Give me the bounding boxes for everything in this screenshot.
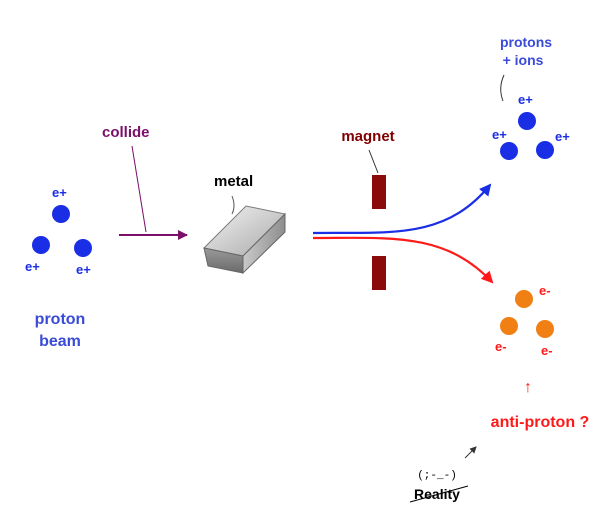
charge-label: e+	[555, 129, 570, 144]
reality-label: Reality	[414, 486, 460, 502]
metal-group: metal	[202, 173, 287, 275]
protons-label-line1: protons	[500, 34, 552, 50]
proton-beam-group: e+ e+ e+ proton beam	[25, 185, 92, 350]
magnet-leader-line	[368, 149, 379, 174]
collide-group: collide	[102, 124, 188, 240]
proton-particle	[52, 205, 70, 223]
proton-particle	[74, 239, 92, 257]
face-emoticon: (;-_-)	[417, 470, 457, 482]
protons-ions-group: protons + ions e+ e+ e+	[492, 34, 570, 160]
magnet-bottom-pole	[372, 256, 386, 290]
proton-particle	[518, 112, 536, 130]
antiproton-label: anti-proton ?	[491, 414, 590, 431]
curved-arrow-icon	[312, 183, 492, 235]
metal-ingot-icon	[202, 205, 287, 275]
charge-label: e+	[25, 259, 40, 274]
up-arrow-icon: ↑	[524, 379, 532, 396]
magnet-group: magnet	[341, 128, 395, 290]
proton-particle	[32, 236, 50, 254]
proton-particle	[536, 141, 554, 159]
collide-leader-line	[131, 145, 147, 233]
reality-group: (;-_-) Reality	[409, 446, 477, 503]
antiproton-particle	[536, 320, 554, 338]
collide-label: collide	[102, 124, 150, 141]
curved-arrow-icon	[312, 236, 494, 284]
beam-paths	[312, 183, 494, 284]
antiproton-particle	[515, 290, 533, 308]
charge-label: e+	[492, 127, 507, 142]
protons-leader-line	[500, 74, 505, 102]
protons-label-line2: + ions	[503, 52, 544, 68]
magnet-top-pole	[372, 175, 386, 209]
metal-label: metal	[214, 173, 253, 190]
charge-label: e+	[52, 185, 67, 200]
metal-leader-line	[231, 195, 235, 215]
strikethrough-line	[409, 485, 469, 503]
proton-beam-label-line2: beam	[39, 333, 81, 350]
proton-particle	[500, 142, 518, 160]
charge-label: e-	[495, 339, 507, 354]
antiproton-group: e- e- e- ↑ anti-proton ?	[491, 283, 590, 431]
charge-label: e-	[541, 343, 553, 358]
antiproton-particle	[500, 317, 518, 335]
charge-label: e+	[76, 262, 91, 277]
charge-label: e-	[539, 283, 551, 298]
proton-beam-label-line1: proton	[35, 311, 86, 328]
small-arrow-icon	[464, 446, 477, 459]
magnet-label: magnet	[341, 128, 394, 145]
charge-label: e+	[518, 92, 533, 107]
